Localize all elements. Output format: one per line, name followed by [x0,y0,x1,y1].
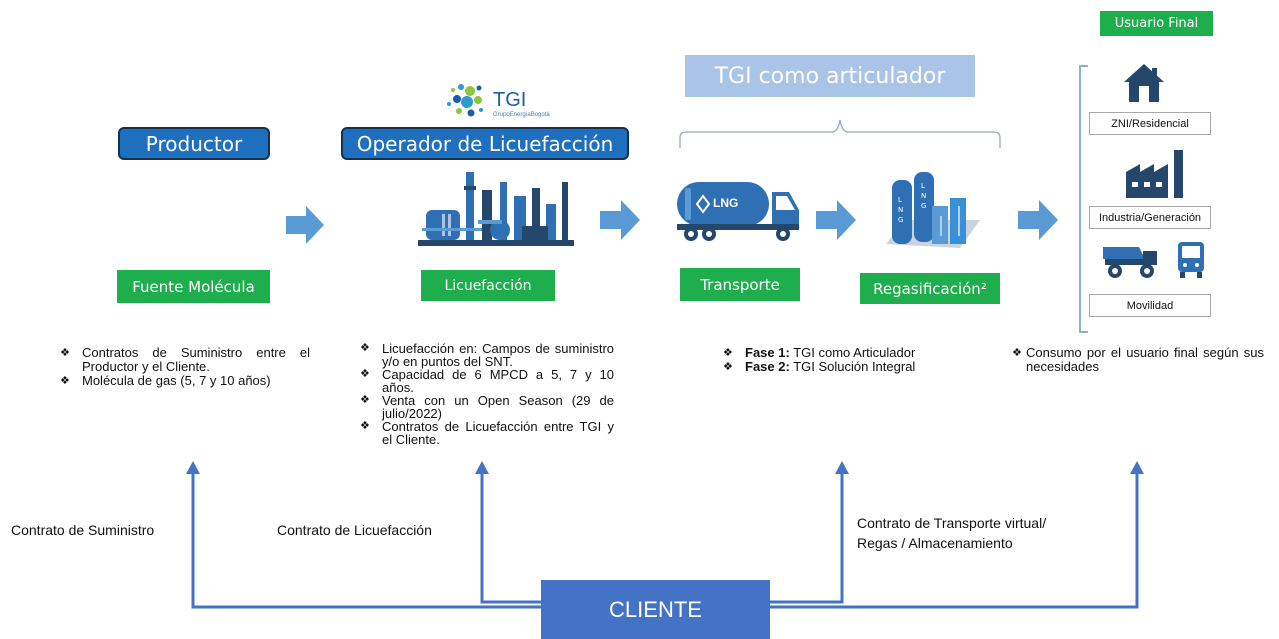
contrato-transporte-label: Contrato de Transporte virtual/ Regas / … [857,513,1046,553]
fuente-molecula-label: Fuente Molécula [117,270,270,303]
mining-truck-icon [1103,247,1157,278]
flow-arrow-1 [286,206,324,244]
svg-text:G: G [898,216,903,224]
fase-note: Fase 2: TGI Solución Integral [719,360,979,375]
svg-text:N: N [898,206,903,214]
contrato-suministro-label: Contrato de Suministro [11,522,155,538]
licuefaccion-notes: Licuefacción en: Campos de suministro y/… [356,342,614,446]
end-user-residencial: ZNI/Residencial [1089,112,1211,135]
productor-notes: Contratos de Suministro entre el Product… [56,346,310,389]
licuefaccion-note: Venta con un Open Season (29 de julio/20… [356,394,614,420]
transporte-label: Transporte [680,268,800,301]
contrato-transporte-line2: Regas / Almacenamiento [857,535,1013,551]
cliente-box: CLIENTE [541,580,770,639]
end-user-movilidad: Movilidad [1089,294,1211,317]
flow-arrow-4 [1018,200,1058,240]
contrato-transporte-line1: Contrato de Transporte virtual/ [857,515,1047,531]
lng-truck-icon [677,182,799,241]
svg-text:L: L [898,196,902,204]
licuefaccion-label: Licuefacción [421,270,555,301]
refinery-icon [418,172,574,246]
contrato-licuefaccion-label: Contrato de Licuefacción [277,522,432,538]
productor-note: Contratos de Suministro entre el Product… [56,346,310,374]
licuefaccion-note: Capacidad de 6 MPCD a 5, 7 y 10 años. [356,368,614,394]
licuefaccion-note: Contratos de Licuefacción entre TGI y el… [356,420,614,446]
flow-arrow-2 [600,200,640,240]
svg-text:G: G [921,202,926,210]
tgi-logo-mark [447,84,483,117]
svg-text:N: N [921,192,926,200]
fase-note: Fase 1: TGI como Articulador [719,346,979,361]
consumo-notes: Consumo por el usuario final según sus n… [1008,346,1264,374]
house-icon [1124,64,1164,102]
usuario-final-label: Usuario Final [1100,11,1213,36]
truck-lng-text: LNG [713,196,739,210]
svg-text:L: L [921,182,925,190]
fases-notes: Fase 1: TGI como Articulador Fase 2: TGI… [719,346,979,375]
bus-icon [1178,242,1204,278]
tgi-logo-tagline: GrupoEnergíaBogotá [493,112,550,118]
regasification-tanks-icon: L N G L N G [886,172,980,248]
regasificacion-label: Regasificación² [860,273,1000,304]
flow-arrow-3 [816,200,856,240]
articulador-banner: TGI como articulador [685,55,975,97]
consumo-note: Consumo por el usuario final según sus n… [1008,346,1264,374]
productor-label: Productor [118,127,270,160]
licuefaccion-note: Licuefacción en: Campos de suministro y/… [356,342,614,368]
productor-note: Molécula de gas (5, 7 y 10 años) [56,374,310,389]
operador-label: Operador de Licuefacción [341,127,629,160]
factory-icon [1126,150,1183,198]
tgi-logo-text: TGI [493,89,527,111]
end-user-industria: Industria/Generación [1089,206,1211,229]
